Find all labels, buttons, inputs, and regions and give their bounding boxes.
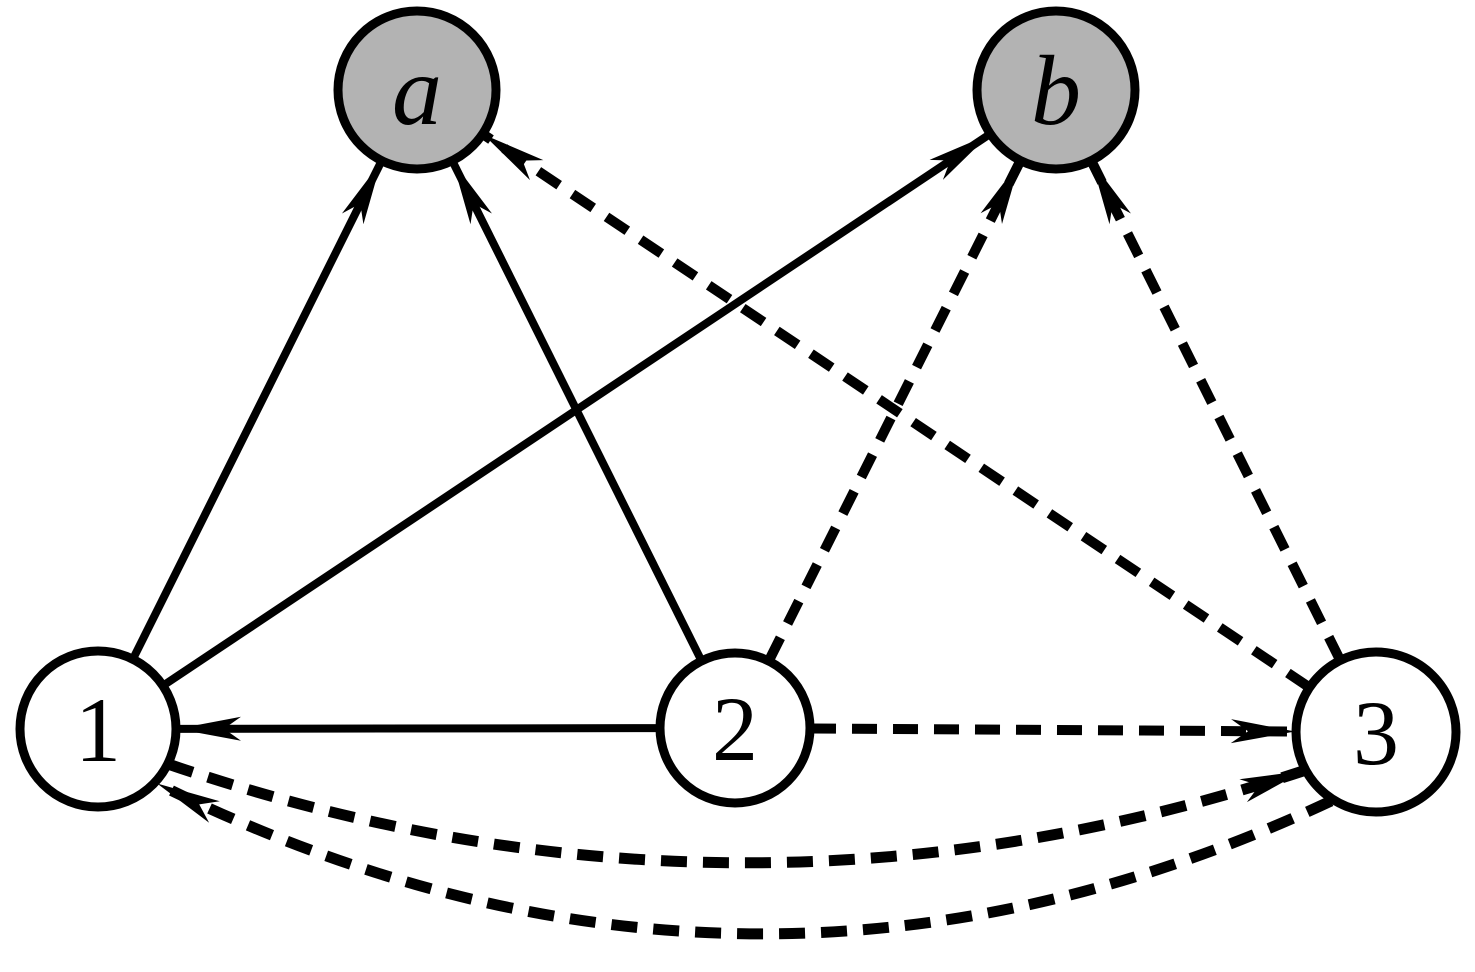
node-3-label: 3	[1353, 682, 1399, 784]
node-b-label: b	[1031, 35, 1081, 146]
edge-2-to-1	[177, 716, 660, 741]
edge-3-to-1	[155, 779, 1334, 940]
node-1: 1	[15, 646, 181, 812]
node-a: a	[333, 6, 501, 174]
node-layer: a b 1 2 3	[15, 6, 1461, 817]
node-b-circle	[972, 6, 1140, 174]
node-2: 2	[655, 648, 815, 808]
node-2-label: 2	[712, 678, 758, 780]
edge-1-to-a	[129, 160, 385, 661]
node-a-label: a	[392, 35, 442, 146]
edge-3-to-a	[481, 130, 1312, 692]
edge-1-to-3	[166, 758, 1305, 869]
edge-3-to-b	[1087, 160, 1345, 662]
node-1-circle	[15, 646, 181, 812]
node-2-circle	[655, 648, 815, 808]
node-a-circle	[333, 6, 501, 174]
node-3: 3	[1291, 647, 1461, 817]
edge-1-to-b	[161, 131, 991, 689]
node-3-circle	[1291, 647, 1461, 817]
node-1-label: 1	[75, 679, 121, 781]
edge-2-to-3	[810, 719, 1295, 744]
edge-layer	[129, 130, 1345, 940]
edge-2-to-b	[764, 160, 1025, 663]
node-b: b	[972, 6, 1140, 174]
